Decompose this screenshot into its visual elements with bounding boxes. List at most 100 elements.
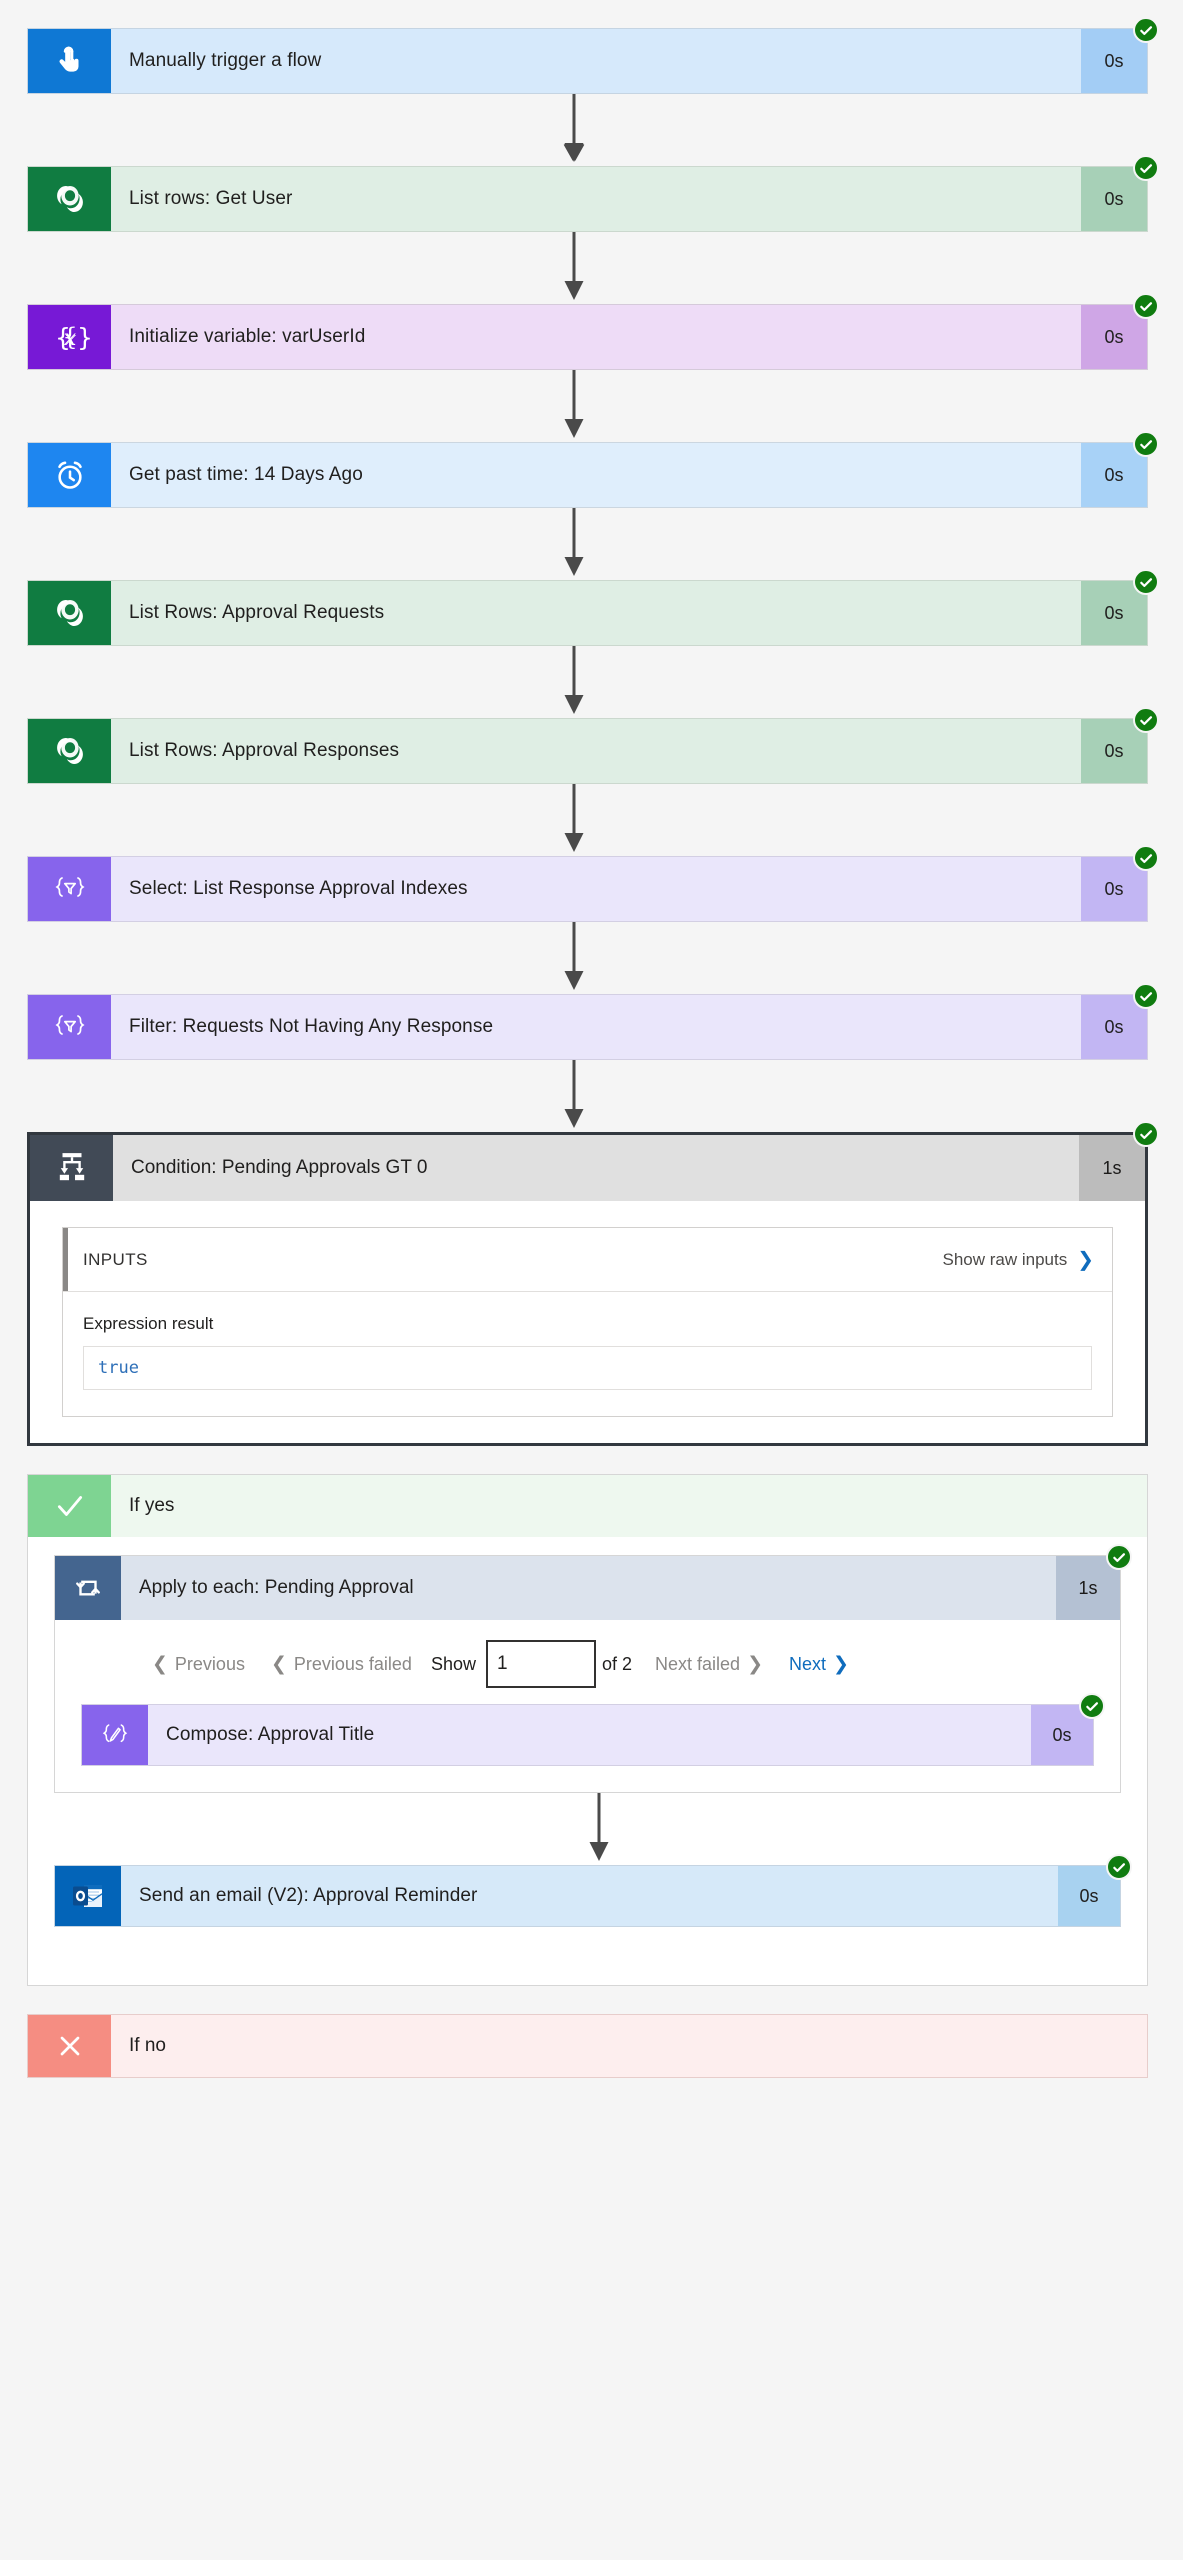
action-card[interactable]: Select: List Response Approval Indexes 0… [27, 856, 1148, 922]
loop-pagination: ❮ Previous ❮ Previous failed Show of 2 N… [55, 1620, 1120, 1704]
expression-result-value: true [83, 1346, 1092, 1390]
flow-step-select-list-response-approval-indexes[interactable]: Select: List Response Approval Indexes 0… [27, 845, 1159, 922]
connector-arrow [0, 922, 1183, 994]
action-title: Get past time: 14 Days Ago [129, 464, 363, 485]
action-title: Filter: Requests Not Having Any Response [129, 1016, 494, 1037]
flow-step-send-an-email-v2-approval-reminder[interactable]: Send an email (V2): Approval Reminder 0s [54, 1854, 1132, 1927]
flow-step-filter-requests-not-having-any-response[interactable]: Filter: Requests Not Having Any Response… [27, 983, 1159, 1060]
action-card[interactable]: Filter: Requests Not Having Any Response… [27, 994, 1148, 1060]
status-succeeded-icon [1133, 1121, 1159, 1147]
svg-text:x: x [65, 326, 76, 350]
status-succeeded-icon [1079, 1693, 1105, 1719]
dataverse-icon [28, 581, 111, 645]
action-title: Send an email (V2): Approval Reminder [139, 1885, 478, 1906]
apply-to-each-title: Apply to each: Pending Approval [121, 1556, 1056, 1620]
action-duration: 0s [1081, 581, 1147, 645]
connector-arrow [0, 646, 1183, 718]
page-number-input[interactable] [485, 1640, 596, 1688]
expression-result-label: Expression result [83, 1314, 214, 1333]
status-succeeded-icon [1133, 17, 1159, 43]
action-duration: 0s [1081, 167, 1147, 231]
status-succeeded-icon [1133, 845, 1159, 871]
previous-label: Previous [174, 1653, 245, 1674]
status-succeeded-icon [1133, 983, 1159, 1009]
outlook-icon [55, 1866, 121, 1926]
branch-if-no-label: If no [129, 2035, 166, 2056]
condition-branch-icon [30, 1135, 113, 1201]
branch-if-no-header: If no [28, 2015, 1147, 2077]
branch-if-yes[interactable]: If yes Apply to ea [27, 1474, 1148, 1986]
action-card[interactable]: List Rows: Approval Requests 0s [27, 580, 1148, 646]
flow-step-initialize-variable-varuserid[interactable]: { x { x } Initialize variable: varUserId… [27, 293, 1159, 370]
apply-to-each-block[interactable]: Apply to each: Pending Approval 1s ❮ Pre… [54, 1555, 1121, 1793]
flow-step-list-rows-approval-responses[interactable]: List Rows: Approval Responses 0s [27, 707, 1159, 784]
svg-text:}: } [77, 323, 90, 352]
branch-if-no[interactable]: If no [27, 2014, 1148, 2078]
connector-arrow [0, 1060, 1183, 1132]
previous-failed-label: Previous failed [293, 1653, 412, 1674]
show-raw-inputs-label: Show raw inputs [942, 1249, 1068, 1269]
action-title: Initialize variable: varUserId [129, 326, 366, 347]
condition-block[interactable]: Condition: Pending Approvals GT 0 1s INP… [27, 1132, 1148, 1446]
apply-to-each-header[interactable]: Apply to each: Pending Approval 1s [55, 1556, 1120, 1620]
status-succeeded-icon [1133, 569, 1159, 595]
inputs-section-label: INPUTS [83, 1249, 148, 1269]
tap-finger-icon [28, 29, 111, 93]
chevron-right-icon: ❯ [1077, 1249, 1094, 1271]
action-card[interactable]: Compose: Approval Title 0s [81, 1704, 1094, 1766]
dataverse-icon [28, 167, 111, 231]
flow-step-get-past-time-14-days-ago[interactable]: Get past time: 14 Days Ago 0s [27, 431, 1159, 508]
cross-icon [28, 2015, 111, 2077]
branch-if-yes-label: If yes [129, 1495, 175, 1516]
flow-step-list-rows-get-user[interactable]: List rows: Get User 0s [27, 155, 1159, 232]
action-duration: 0s [1081, 305, 1147, 369]
show-raw-inputs-button[interactable]: Show raw inputs ❯ [943, 1247, 1095, 1272]
condition-header[interactable]: Condition: Pending Approvals GT 0 1s [30, 1135, 1145, 1201]
connector-arrow [0, 370, 1183, 442]
previous-failed-button[interactable]: ❮ Previous failed [258, 1653, 425, 1676]
variable-braces-x-icon: { x { x } [28, 305, 111, 369]
apply-to-each-body: Compose: Approval Title 0s [55, 1693, 1120, 1792]
next-failed-label: Next failed [655, 1653, 741, 1674]
next-label: Next [788, 1653, 826, 1674]
inputs-header: INPUTS Show raw inputs ❯ [63, 1228, 1112, 1292]
status-succeeded-icon [1133, 431, 1159, 457]
connector-arrow [0, 784, 1183, 856]
show-label: Show [430, 1653, 476, 1674]
action-title: Manually trigger a flow [129, 50, 322, 71]
action-duration: 0s [1081, 443, 1147, 507]
action-card[interactable]: Get past time: 14 Days Ago 0s [27, 442, 1148, 508]
svg-text:x: x [63, 326, 76, 351]
action-card[interactable]: List Rows: Approval Responses 0s [27, 718, 1148, 784]
action-duration: 0s [1081, 995, 1147, 1059]
svg-text:{: { [55, 323, 71, 352]
action-duration: 0s [1081, 29, 1147, 93]
action-card[interactable]: Manually trigger a flow 0s [27, 28, 1148, 94]
previous-button[interactable]: ❮ Previous [139, 1653, 258, 1676]
chevron-left-icon: ❮ [152, 1653, 168, 1675]
condition-duration: 1s [1079, 1135, 1145, 1201]
action-title: Compose: Approval Title [166, 1724, 375, 1745]
next-button[interactable]: Next ❯ [776, 1653, 862, 1676]
flow-step-manually-trigger-a-flow[interactable]: Manually trigger a flow 0s [27, 17, 1159, 94]
chevron-right-icon: ❯ [833, 1653, 849, 1675]
action-card[interactable]: Send an email (V2): Approval Reminder 0s [54, 1865, 1121, 1927]
status-succeeded-icon [1133, 155, 1159, 181]
condition-title: Condition: Pending Approvals GT 0 [131, 1157, 428, 1178]
action-card[interactable]: List rows: Get User 0s [27, 166, 1148, 232]
checkmark-icon [28, 1475, 111, 1537]
action-card[interactable]: { x { x } Initialize variable: varUserId… [27, 304, 1148, 370]
inputs-content: Expression result true [63, 1292, 1112, 1416]
flow-step-compose-approval-title[interactable]: Compose: Approval Title 0s [81, 1693, 1105, 1766]
flow-step-list-rows-approval-requests[interactable]: List Rows: Approval Requests 0s [27, 569, 1159, 646]
next-failed-button[interactable]: Next failed ❯ [642, 1653, 776, 1676]
connector-arrow [0, 232, 1183, 304]
chevron-right-icon: ❯ [747, 1653, 763, 1675]
filter-braces-icon [28, 857, 111, 921]
dataverse-icon [28, 719, 111, 783]
action-duration: 0s [1081, 719, 1147, 783]
chevron-left-icon: ❮ [270, 1653, 287, 1675]
action-title: List rows: Get User [129, 188, 293, 209]
filter-braces-icon [28, 995, 111, 1059]
